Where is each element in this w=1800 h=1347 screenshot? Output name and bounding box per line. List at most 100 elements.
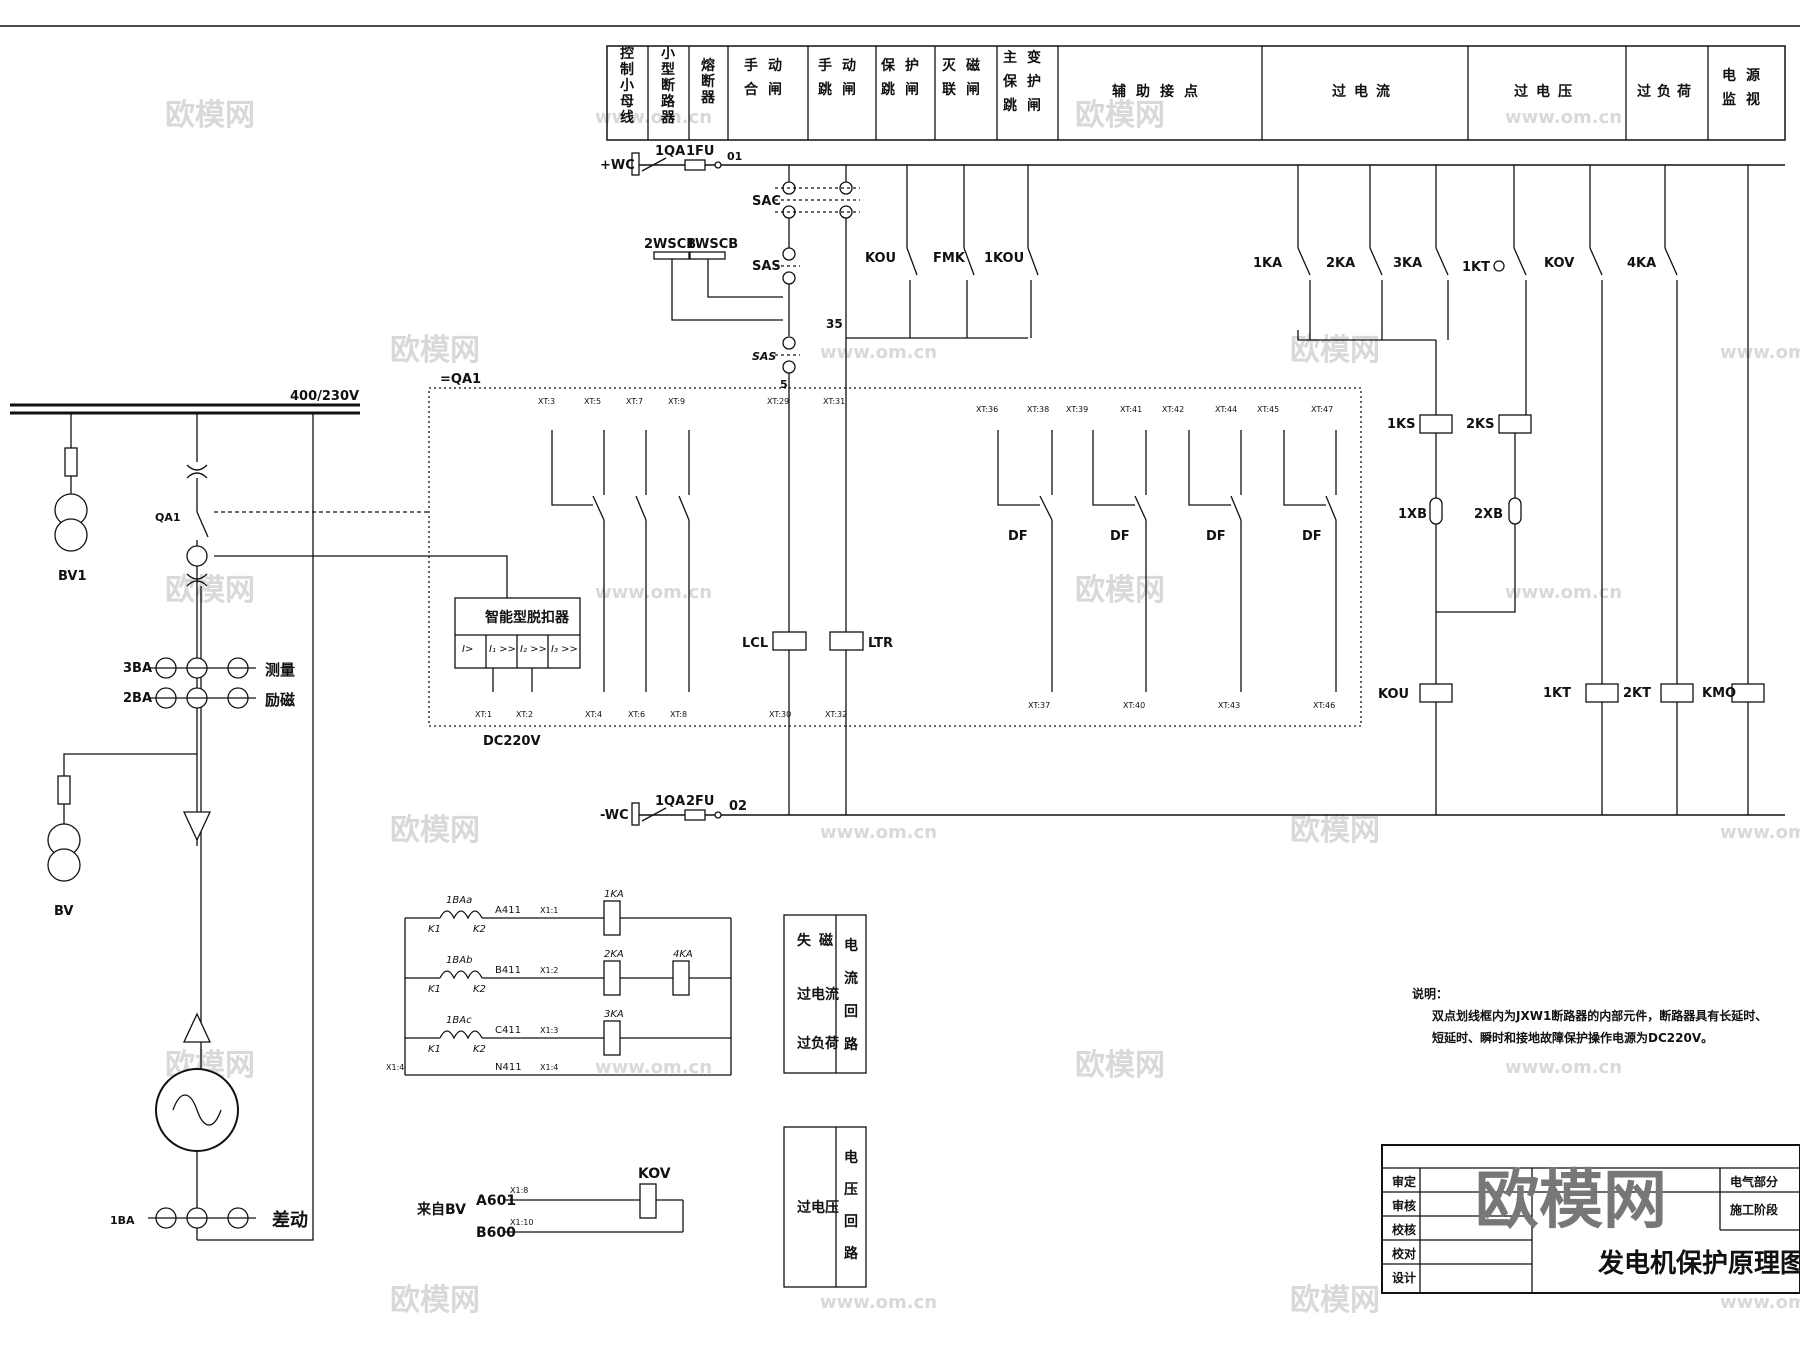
1ka-contact-label: 1KA: [1253, 256, 1282, 271]
k2-label: K2: [473, 984, 486, 995]
kmo-coil-label: KMO: [1702, 686, 1736, 701]
tb-right-2: 施工阶段: [1730, 1202, 1779, 1217]
terminal-label: XT:38: [1027, 405, 1049, 414]
positive-bus-label: +WC: [600, 158, 635, 173]
bv1-label: BV1: [58, 569, 87, 584]
watermark: www.om.cn: [1505, 107, 1622, 128]
watermark: www.om.cn: [1505, 1057, 1622, 1078]
header-column-labels: 控制小母线 小型断路器 熔断器 手动合闸 手动跳闸 保护跳闸 灭磁联闸 主变保护…: [620, 45, 1770, 126]
terminal-label: XT:8: [670, 710, 687, 719]
wscb2-label: 2WSCB: [644, 237, 696, 252]
terminal-label: X1:4: [386, 1063, 404, 1072]
terminal-label: XT:29: [767, 397, 789, 406]
wire-a411: A411: [495, 905, 521, 916]
tb-row-label: 设计: [1392, 1270, 1416, 1285]
terminal-label: XT:2: [516, 710, 533, 719]
wire-a601: A601: [476, 1193, 516, 1209]
1kou-contact-label: 1KOU: [984, 251, 1024, 266]
terminal-label: XT:32: [825, 710, 847, 719]
sac-label: SAC: [752, 194, 781, 209]
watermark: www.om.cn: [1505, 582, 1622, 603]
df-contact-label: DF: [1206, 529, 1226, 544]
watermark: 欧模网: [1290, 333, 1380, 368]
watermark: 欧模网: [1290, 813, 1380, 848]
watermark-layer: 欧模网 www.om.cn 欧模网 www.om.cn 欧模网 www.om.cn 欧模网 w…: [165, 98, 1800, 1318]
terminal-label: XT:45: [1257, 405, 1279, 414]
terminal-label: XT:37: [1028, 701, 1050, 710]
fuse-2fu: [684, 809, 706, 821]
negative-bus-label: -WC: [600, 808, 629, 823]
df-contact-label: DF: [1008, 529, 1028, 544]
terminal-label: XT:7: [626, 397, 643, 406]
terminal-label: XT:40: [1123, 701, 1145, 710]
header-col-label: 小型断路器: [660, 46, 676, 126]
from-bv-label: 来自BV: [416, 1201, 466, 1218]
kou-coil-label: KOU: [1378, 687, 1409, 702]
tb-row-label: 审定: [1392, 1174, 1416, 1189]
2ka-contact-label: 2KA: [1326, 256, 1355, 271]
header-col-label: 手动合闸: [744, 57, 792, 98]
1kt-coil-label: 1KT: [1543, 686, 1571, 701]
breaker-1qa-label-neg: 1QA: [655, 794, 685, 809]
diff-label: 差动: [272, 1209, 308, 1231]
qa1-label: QA1: [155, 511, 181, 524]
3ba-label: 3BA: [123, 661, 152, 676]
tb-row-label: 校核: [1392, 1222, 1416, 1237]
fuse-1fu: [684, 159, 706, 171]
ltr-coil-label: LTR: [868, 636, 893, 651]
header-col-label: 电源监视: [1722, 67, 1770, 108]
notes-line-2: 短延时、瞬时和接地故障保护操作电源为DC220V。: [1432, 1030, 1713, 1045]
terminal-label: X1:4: [540, 1063, 558, 1072]
qa1-box-label: =QA1: [440, 372, 481, 387]
terminal-label: XT:6: [628, 710, 645, 719]
terminal-label: XT:42: [1162, 405, 1184, 414]
fuse-1fu-label: 1FU: [686, 144, 714, 159]
node-01-label: 01: [727, 150, 742, 163]
watermark: www.om.cn: [595, 582, 712, 603]
watermark: www.om.cn: [595, 1057, 712, 1078]
loop-overvoltage-label: 过电压: [797, 1199, 839, 1216]
wire-c411: C411: [495, 1025, 521, 1036]
voltage-loop-side-label: 电压回路: [844, 1149, 859, 1262]
title-block: [1381, 1144, 1800, 1294]
sas-label: SAS: [752, 259, 781, 274]
node-35-label: 35: [826, 317, 843, 331]
sas2-label: SAS: [752, 350, 776, 363]
measure-label: 测量: [265, 661, 295, 679]
terminal-label: XT:43: [1218, 701, 1240, 710]
2xb-label: 2XB: [1474, 507, 1503, 522]
tb-right-1: 电气部分: [1730, 1174, 1778, 1189]
terminal-label: XT:31: [823, 397, 845, 406]
terminal-label: XT:41: [1120, 405, 1142, 414]
ct-relay-label: 4KA: [673, 949, 693, 960]
wire-b600: B600: [476, 1225, 516, 1241]
wscb1-label: 1WSCB: [686, 237, 738, 252]
titleblock-logo: 欧模网: [1475, 1164, 1667, 1238]
terminal-label: XT:39: [1066, 405, 1088, 414]
notes-line-1: 双点划线框内为JXW1断路器的内部元件，断路器具有长延时、: [1432, 1008, 1767, 1023]
ct-relay-label: 2KA: [604, 949, 624, 960]
2kt-coil-label: 2KT: [1623, 686, 1651, 701]
node-02-label: 02: [729, 799, 747, 814]
watermark: 欧模网: [1075, 98, 1165, 133]
trip-cell: I₁ >>: [489, 644, 516, 655]
1ba-label: 1BA: [110, 1214, 135, 1227]
header-col-label: 主变保护跳闸: [1002, 49, 1051, 114]
terminal-label: XT:36: [976, 405, 998, 414]
terminal-label: X1:2: [540, 966, 558, 975]
loop-overload-label: 过负荷: [797, 1035, 839, 1052]
loop-overcurrent-label: 过电流: [797, 986, 839, 1003]
watermark: 欧模网: [390, 1283, 480, 1318]
loop-loss-label: 失磁: [797, 932, 841, 949]
kov-coil-pt-label: KOV: [638, 1166, 671, 1182]
df-contact-label: DF: [1110, 529, 1130, 544]
terminal-label: X1:8: [510, 1186, 528, 1195]
2ks-coil-label: 2KS: [1466, 417, 1494, 432]
drawing-title: 发电机保护原理图: [1597, 1248, 1800, 1279]
ct-a-label: 1BAa: [446, 895, 472, 906]
terminal-label: XT:46: [1313, 701, 1335, 710]
node-5-label: 5: [780, 378, 788, 391]
qa1-breaker-box: [428, 387, 1362, 727]
header-table: [606, 45, 1786, 141]
header-col-label: 手动跳闸: [818, 57, 866, 98]
